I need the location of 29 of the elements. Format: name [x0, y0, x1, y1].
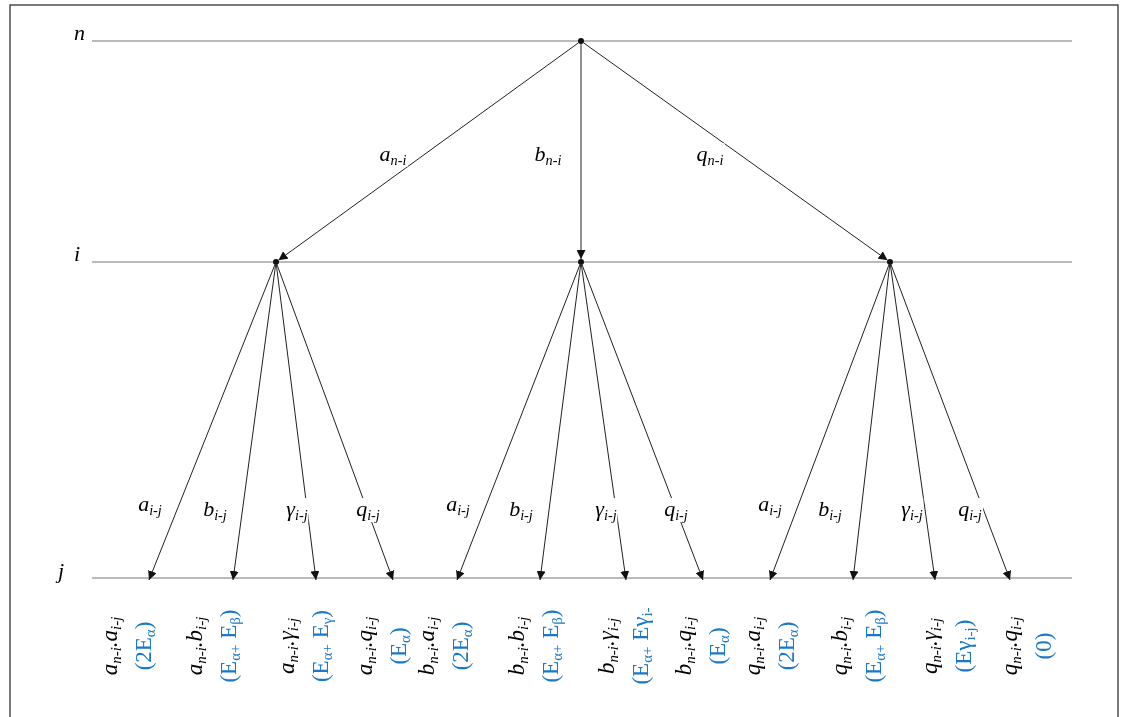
- arrow: [148, 264, 276, 581]
- arrow: [275, 264, 320, 581]
- junction-point: [887, 259, 893, 265]
- edge-label: q$_{i-j}$: [355, 498, 381, 522]
- edge-label: γ$_{i-j}$: [594, 498, 618, 522]
- arrow: [536, 264, 582, 581]
- edge-label: γ$_{i-j}$: [285, 498, 309, 522]
- arrow: [581, 264, 704, 581]
- edge-label: q$_{i-j}$: [957, 498, 983, 522]
- arrow: [849, 264, 891, 581]
- arrow: [277, 42, 580, 261]
- energy-term: (0): [1029, 632, 1057, 660]
- arrow: [580, 264, 630, 581]
- arrow: [889, 264, 939, 581]
- arrow: [890, 264, 1012, 581]
- edge-label: q$_{n-i}$: [695, 143, 725, 167]
- arrow: [456, 264, 581, 581]
- edge-label: γ$_{i-j}$: [900, 498, 924, 522]
- arrow: [229, 264, 277, 581]
- junction-point: [578, 38, 584, 44]
- level-label: i: [74, 243, 81, 265]
- arrow: [582, 42, 889, 261]
- edge-label: q$_{i-j}$: [663, 498, 689, 522]
- junction-point: [273, 259, 279, 265]
- arrow: [276, 264, 395, 581]
- arrow: [576, 43, 586, 260]
- level-label: n: [74, 22, 85, 44]
- junction-point: [578, 259, 584, 265]
- arrow: [768, 264, 890, 581]
